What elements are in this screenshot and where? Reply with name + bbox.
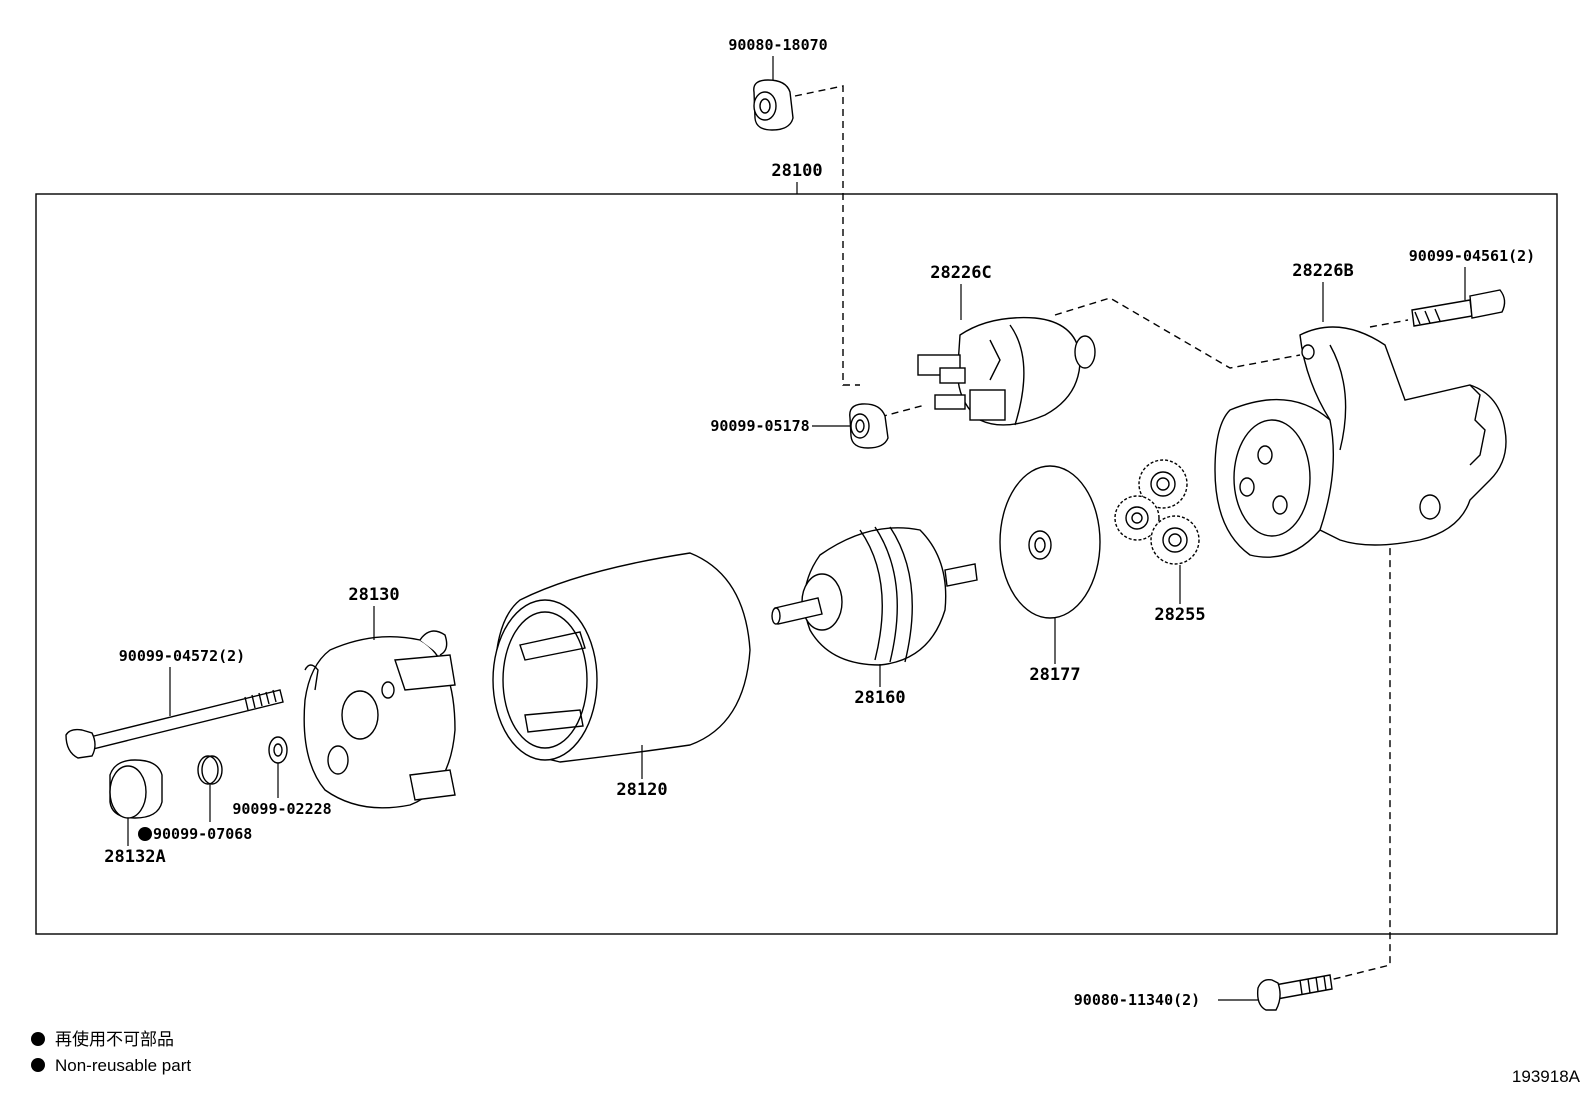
dashed-line-solenoid-housing bbox=[1054, 297, 1301, 369]
cap-drawing[interactable] bbox=[109, 759, 163, 819]
label-through-bolt: 90099-04572(2) bbox=[119, 647, 245, 665]
armature-drawing[interactable] bbox=[771, 526, 978, 666]
label-nut-top: 90080-18070 bbox=[728, 36, 827, 54]
label-armature: 28160 bbox=[854, 688, 905, 708]
through-bolt-drawing[interactable] bbox=[65, 689, 284, 759]
label-cap: 28132A bbox=[104, 847, 165, 867]
dashed-line-solenoid-nut bbox=[879, 404, 926, 418]
planetary-gears-drawing[interactable] bbox=[1114, 459, 1200, 565]
label-washer: 90099-02228 bbox=[232, 800, 331, 818]
label-plate: 28177 bbox=[1029, 665, 1080, 685]
label-planetary-gears: 28255 bbox=[1154, 605, 1205, 625]
legend-bullet-icon-2 bbox=[31, 1058, 45, 1072]
diagram-id: 193918A bbox=[1512, 1067, 1581, 1086]
label-solenoid: 28226C bbox=[930, 263, 991, 283]
legend-text-en: Non-reusable part bbox=[55, 1056, 191, 1075]
assembly-label: 28100 bbox=[771, 161, 822, 181]
end-frame-drawing[interactable] bbox=[303, 630, 456, 809]
legend-text-ja: 再使用不可部品 bbox=[55, 1029, 174, 1049]
label-housing-bolt: 90099-04561(2) bbox=[1409, 247, 1535, 265]
non-reusable-marker-icon bbox=[138, 827, 152, 841]
label-yoke: 28120 bbox=[616, 780, 667, 800]
label-housing: 28226B bbox=[1292, 261, 1353, 281]
assembly-frame bbox=[35, 193, 1558, 935]
washer-drawing[interactable] bbox=[268, 736, 288, 764]
solenoid-drawing[interactable] bbox=[917, 316, 1096, 426]
dashed-line-top-nut bbox=[794, 85, 860, 386]
o-ring-drawing[interactable] bbox=[197, 755, 223, 785]
housing-bolt-drawing[interactable] bbox=[1411, 289, 1506, 327]
label-solenoid-nut: 90099-05178 bbox=[710, 417, 809, 435]
bottom-bolt-drawing[interactable] bbox=[1256, 974, 1333, 1011]
label-bottom-bolt: 90080-11340(2) bbox=[1074, 991, 1200, 1009]
dashed-line-bottom-bolt bbox=[1329, 509, 1446, 981]
legend-bullet-icon-1 bbox=[31, 1032, 45, 1046]
dashed-line-housing-bolt bbox=[1369, 319, 1409, 328]
label-end-frame: 28130 bbox=[348, 585, 399, 605]
yoke-drawing[interactable] bbox=[492, 552, 751, 763]
label-o-ring: 90099-07068 bbox=[153, 825, 252, 843]
solenoid-nut-drawing[interactable] bbox=[849, 403, 889, 449]
plate-drawing[interactable] bbox=[999, 465, 1101, 619]
nut-top-drawing[interactable] bbox=[753, 79, 794, 131]
housing-drawing[interactable] bbox=[1214, 326, 1507, 558]
